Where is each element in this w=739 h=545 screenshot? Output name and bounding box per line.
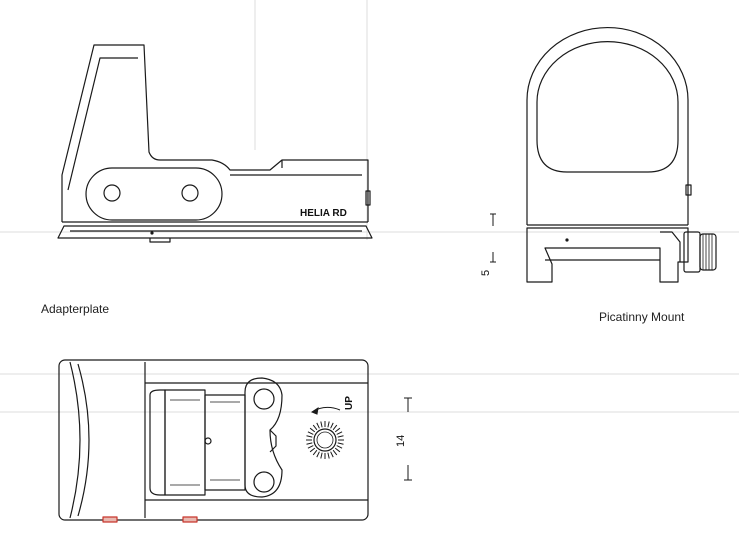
side-view [57,44,373,243]
adapter-plate-lug [149,238,171,243]
up-label: UP [344,396,355,410]
brightness-ray [337,442,344,445]
brightness-ray [337,435,344,438]
front-view [526,26,717,283]
picatinny-mount-caption: Picatinny Mount [599,310,685,324]
brightness-ray [306,442,313,445]
faint-guides [0,0,739,413]
front-view-lens-window [536,40,679,173]
clamp-knob-grip [699,233,717,271]
top-view [58,359,369,523]
model-name: HELIA RD [300,208,347,219]
side-button-red-left [102,516,118,523]
top-view-center-dot [204,437,212,445]
battery-compartment [149,389,166,496]
clamp-knob-knurling [702,234,713,270]
brightness-ray [316,422,320,429]
brightness-ray [330,422,334,429]
top-view-screw-top [253,388,275,410]
rotation-arrow-icon [310,406,341,415]
brightness-ray [306,435,313,438]
side-view-screw-slot [85,167,223,221]
brightness-dial [306,421,344,459]
brightness-ray [334,447,341,453]
brightness-ray [336,445,343,449]
clamp-knob [683,231,701,273]
brightness-dial-rays [306,421,344,459]
brightness-ray [320,421,323,428]
battery-cover [164,389,206,496]
dimension-14 [404,397,412,481]
dimension-14-label: 14 [395,435,407,447]
battery-cover-ridges [170,399,240,486]
brightness-ray [332,449,338,456]
front-view-pin [565,238,569,242]
side-view-inner-edge [67,57,138,191]
picatinny-clamp [660,231,681,262]
brightness-ray [334,427,341,433]
top-view-lens-back [77,363,90,517]
brightness-ray [309,427,316,433]
side-view-button [365,190,371,206]
side-view-body-outline [61,44,369,222]
brightness-ray [307,431,314,435]
side-view-screw-hole-right [181,184,199,202]
brightness-ray [312,449,318,456]
top-view-lens-front [69,361,81,519]
brightness-ray [309,447,316,453]
brightness-ray [316,451,320,458]
front-view-hood-outer [526,26,689,225]
front-view-button [685,184,692,196]
picatinny-mount [526,227,689,283]
adapter-plate [57,225,373,239]
brightness-ray [312,424,318,431]
dimension-5-label: 5 [480,270,492,276]
brightness-ray [327,421,330,428]
side-button-red-right [182,516,198,523]
brightness-ray [332,424,338,431]
brightness-ray [307,445,314,449]
top-view-screw-bottom [253,471,275,493]
adapter-plate-pin [150,231,154,235]
side-view-screw-hole-left [103,184,121,202]
brightness-ray [336,431,343,435]
top-view-notch [269,429,277,453]
adapterplate-caption: Adapterplate [41,302,110,316]
brightness-ray [330,451,334,458]
top-view-body-outline [58,359,369,521]
dimension-5 [490,213,496,263]
brightness-ray [327,452,330,459]
brightness-ray [320,452,323,459]
